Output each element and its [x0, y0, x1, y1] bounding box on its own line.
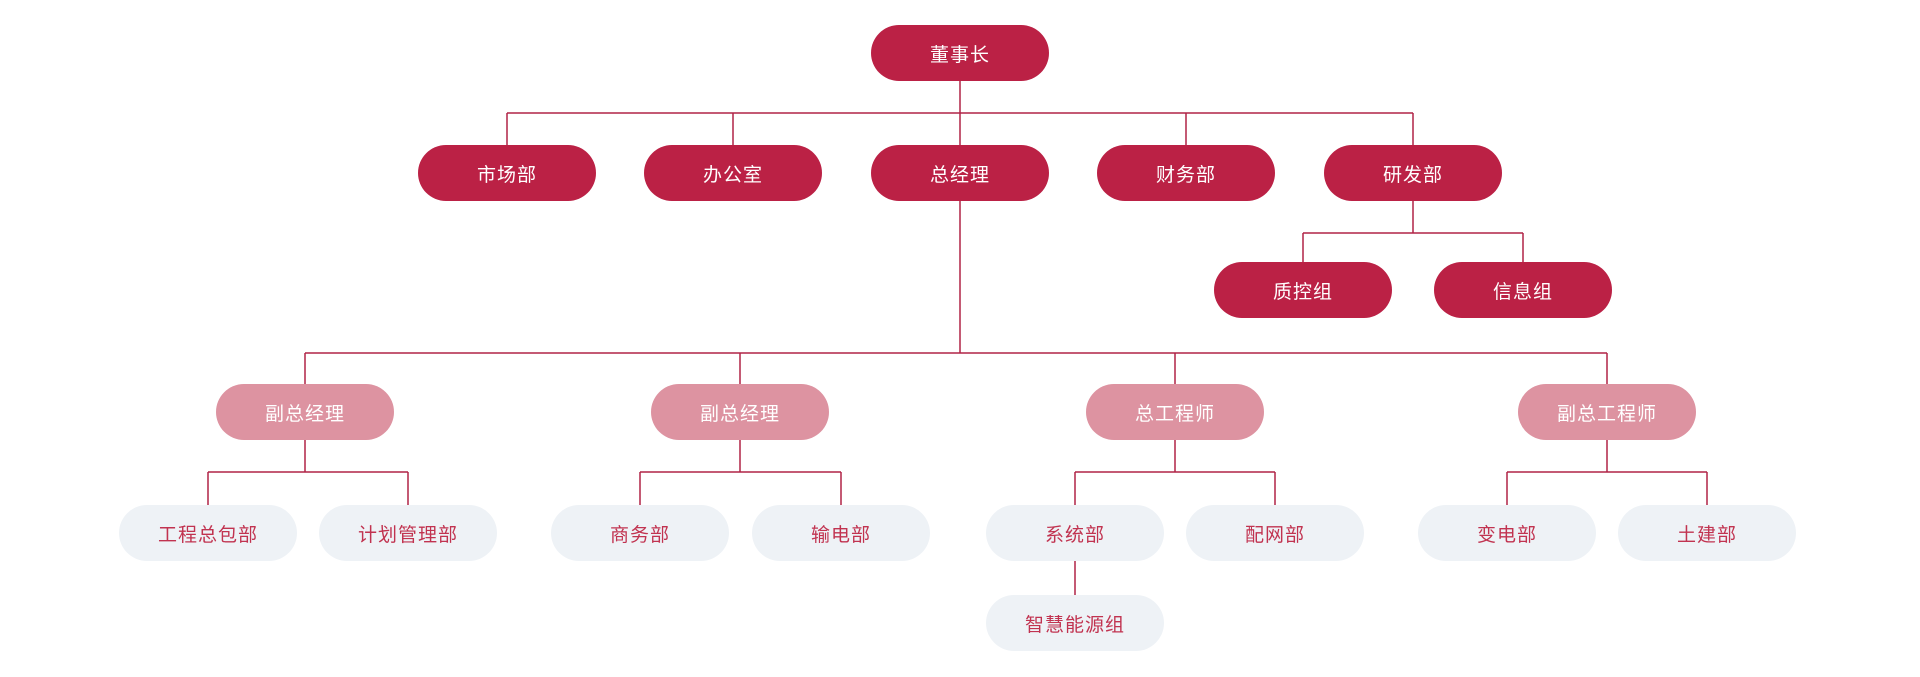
- org-node-rd-dept: 研发部: [1324, 145, 1502, 201]
- org-node-system-dept: 系统部: [986, 505, 1164, 561]
- org-node-general-manager: 总经理: [871, 145, 1049, 201]
- org-node-marketing-dept: 市场部: [418, 145, 596, 201]
- org-node-deputy-chief-engineer: 副总工程师: [1518, 384, 1696, 440]
- org-node-epc-dept: 工程总包部: [119, 505, 297, 561]
- org-node-planning-management-dept: 计划管理部: [319, 505, 497, 561]
- org-node-substation-dept: 变电部: [1418, 505, 1596, 561]
- org-node-deputy-gm-1: 副总经理: [216, 384, 394, 440]
- org-node-chairman: 董事长: [871, 25, 1049, 81]
- org-node-deputy-gm-2: 副总经理: [651, 384, 829, 440]
- org-node-power-transmission-dept: 输电部: [752, 505, 930, 561]
- org-node-information-group: 信息组: [1434, 262, 1612, 318]
- org-node-quality-control-group: 质控组: [1214, 262, 1392, 318]
- org-node-commerce-dept: 商务部: [551, 505, 729, 561]
- org-node-civil-engineering-dept: 土建部: [1618, 505, 1796, 561]
- org-node-smart-energy-group: 智慧能源组: [986, 595, 1164, 651]
- org-node-office: 办公室: [644, 145, 822, 201]
- org-node-distribution-network-dept: 配网部: [1186, 505, 1364, 561]
- org-node-finance-dept: 财务部: [1097, 145, 1275, 201]
- org-node-chief-engineer: 总工程师: [1086, 384, 1264, 440]
